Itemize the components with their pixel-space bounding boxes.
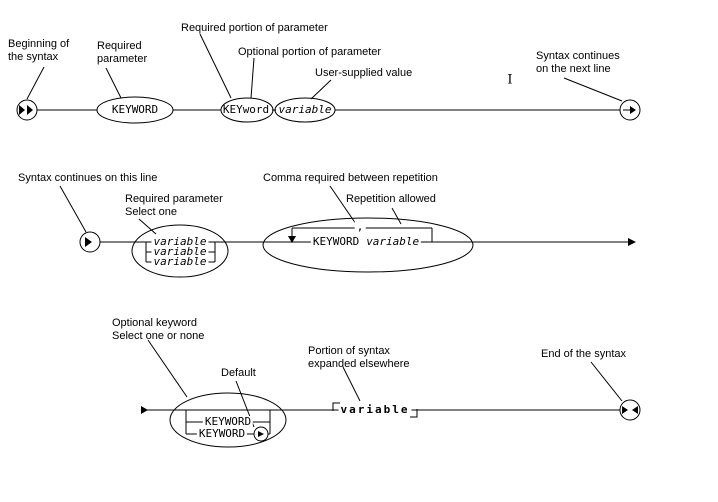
row1-keyword-text: KEYWORD: [111, 103, 159, 116]
row1-keyword-oval: [96, 96, 174, 124]
continue-arrow-icon: [630, 106, 636, 114]
portion-expanded-label: Portion of syntax expanded elsewhere: [308, 345, 410, 370]
row1-keymixed-oval: [220, 97, 274, 123]
required-portion-label: Required portion of parameter: [181, 22, 328, 34]
optional-keyword-label: Optional keyword Select one or none: [112, 317, 205, 342]
leader-continues-this: [59, 185, 87, 233]
leader-required-portion: [199, 33, 232, 99]
text-cursor-icon: I: [507, 72, 513, 88]
leader-comma-required: [329, 185, 357, 225]
repeat-loop-arrow-icon: [288, 236, 296, 243]
comma-required-label: Comma required between repetition: [263, 172, 438, 184]
option-keyword-text: KEYWORD: [202, 415, 254, 428]
leader-portion-expanded: [342, 366, 361, 402]
repetition-allowed-label: Repetition allowed: [346, 193, 436, 205]
row1-keymixed-text: KEYword: [222, 103, 270, 116]
leader-required-select: [138, 218, 157, 235]
fragment-left-bracket: [332, 402, 340, 411]
continues-next-label: Syntax continues on the next line: [536, 50, 620, 75]
row1-variable-oval: [274, 97, 336, 123]
choice-variable-text: variable: [151, 245, 209, 258]
end-arrow-left-icon: [632, 406, 638, 414]
row2-repeat-oval: [262, 217, 474, 273]
optional-portion-label: Optional portion of parameter: [238, 46, 382, 58]
end-arrow-right-icon: [622, 406, 628, 414]
row3-optional-oval: [169, 392, 287, 448]
end-of-syntax-label: End of the syntax: [541, 348, 626, 360]
continues-this-label: Syntax continues on this line: [18, 172, 158, 184]
row1-continue-symbol: [619, 99, 641, 121]
required-parameter-label: Required parameter: [97, 40, 148, 65]
user-supplied-label: User-supplied value: [315, 67, 413, 79]
row2-end-arrow-icon: [628, 238, 636, 246]
leader-beginning: [26, 66, 45, 100]
leader-optional-keyword: [147, 339, 188, 398]
leader-required-parameter: [105, 67, 122, 99]
leader-optional-portion: [250, 57, 255, 99]
repeat-comma-text: ,: [354, 220, 366, 233]
choice-variable-text: variable: [151, 235, 209, 248]
row1-leader-lines: [26, 33, 623, 102]
beginning-label: Beginning of the syntax: [8, 38, 70, 63]
row3-end-symbol: [619, 399, 641, 421]
leader-end-of-syntax: [590, 361, 623, 402]
option-keyword-text: KEYWORD: [196, 427, 248, 440]
row1-start-symbol: [16, 99, 38, 121]
row1-railroad: [16, 96, 641, 124]
leader-repetition-allowed: [391, 207, 402, 225]
row3-start-arrow-icon: [141, 406, 148, 414]
choice-variable-text: variable: [151, 255, 209, 268]
row2-continue-arrow-icon: [85, 237, 92, 247]
repeat-variable-text: variable: [366, 235, 420, 248]
repeat-keyword-text: KEYWORD: [312, 235, 360, 248]
default-arrow-icon: [258, 431, 264, 437]
repeat-item-text: KEYWORD variable: [310, 235, 422, 248]
row2-choice-oval: [131, 224, 229, 278]
default-label: Default: [221, 367, 256, 379]
leader-continues-next: [563, 77, 623, 102]
fragment-variable-text: variable: [338, 403, 412, 416]
start-arrow-icon: [27, 105, 33, 115]
row2-leader-lines: [59, 185, 402, 235]
required-select-label: Required parameter Select one: [125, 193, 223, 218]
fragment-right-bracket: [410, 409, 418, 418]
row1-variable-text: variable: [278, 103, 332, 116]
start-arrow-icon: [19, 105, 25, 115]
leader-user-supplied: [310, 79, 332, 100]
